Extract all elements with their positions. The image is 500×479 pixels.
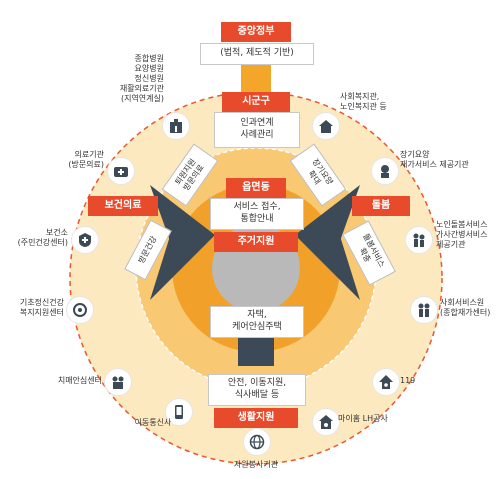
social-service-label: 사회서비스원 (종합재가센터) [440,298,491,317]
rescue-house-icon [372,368,400,396]
ltc-label: 장기요양 재가서비스 제공기관 [400,150,469,169]
lh-label: 마이홈 LH공사 [338,414,388,423]
volunteer-label: 자원봉사기관 [233,460,279,469]
emergency-label: 119 [400,376,416,385]
social-service-icon [410,296,438,324]
gov-title: 중앙정부 [221,22,291,42]
life-subtitle: 안전, 이동지원, 식사배달 등 [208,374,306,406]
bottom-arrow-body [238,336,274,366]
life-title: 생활지원 [214,408,298,428]
dementia-label: 치매안심센터 [57,376,102,385]
right-bottom-arrow [295,220,360,300]
elder-services-label: 노인돌봄서비스 가사간병서비스 제공기관 [436,220,488,249]
welfare-label: 사회복지관, 노인복지관 등 [340,92,387,111]
mental-health-icon [66,296,94,324]
care-title: 돌봄 [352,196,410,216]
housing-subtitle: 자택, 케어안심주택 [210,306,304,338]
ltc-person-icon [371,157,399,185]
eup-subtitle: 서비스 접수, 통합안내 [210,198,304,230]
gov-subtitle: (법적, 제도적 기반) [200,43,314,65]
housing-title: 주거지원 [214,232,298,252]
elder-care-icon [405,226,433,254]
telecom-label: 이동통신사 [134,418,172,427]
family-icon [104,368,132,396]
city-subtitle: 인과연계 사례관리 [214,112,300,148]
medical-bag-icon [107,157,135,185]
gov-connector [241,62,271,92]
globe-icon [243,428,271,456]
mobile-phone-icon [165,398,193,426]
city-title: 시군구 [222,92,290,112]
shield-icon [71,226,99,254]
eup-title: 읍면동 [226,178,286,198]
health-title: 보건의료 [88,196,158,216]
left-bottom-arrow [150,220,215,300]
hospital-icon [162,112,190,140]
clinic-label: 의료기관 (방문의료) [68,150,104,169]
hospitals-label: 종합병원 요양병원 정신병원 재활의료기관 (지역연계실) [119,54,164,103]
home-heart-icon [312,408,340,436]
mental-center-label: 기초정신건강 복지지원센터 [19,298,64,317]
welfare-house-icon [312,112,340,140]
health-center-label: 보건소 (주민건강센터) [17,228,68,247]
